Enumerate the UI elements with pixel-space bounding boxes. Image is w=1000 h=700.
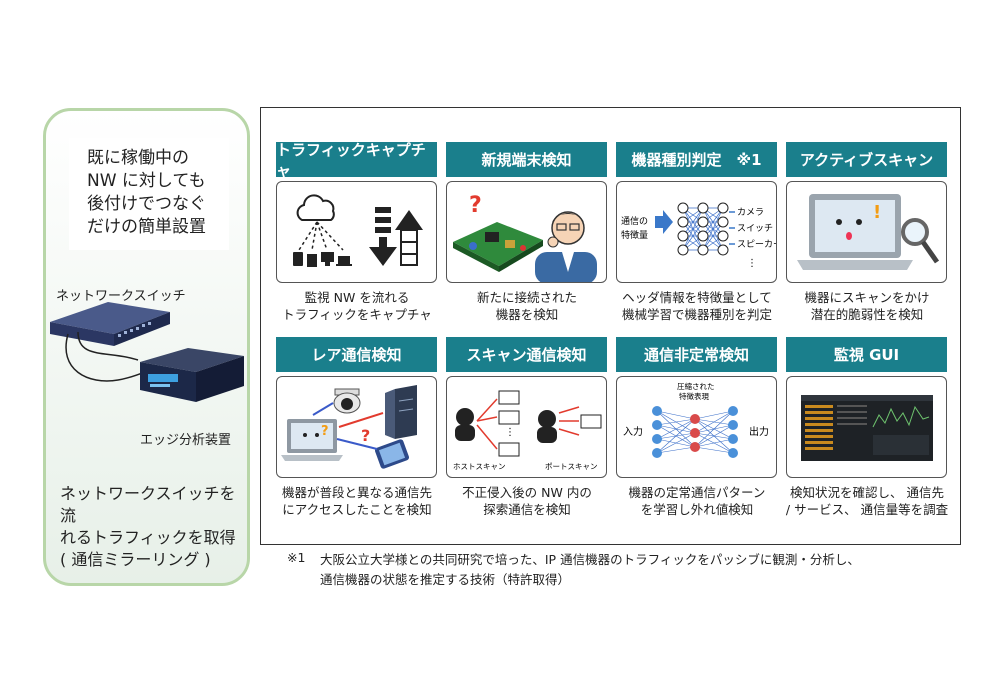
attacker2-icon <box>537 410 557 443</box>
footnote-text: 大阪公立大学様との共同研究で培った、IP 通信機器のトラフィックをパッシブに観測… <box>320 552 860 587</box>
card-title-active-scan: アクティブスキャン <box>786 142 947 177</box>
card-image-new-device: ? <box>446 181 607 283</box>
laptop-small-icon: ? <box>281 419 343 461</box>
intro-text: 既に稼働中の NW に対しても 後付けでつなぐ だけの簡単設置 <box>69 138 229 250</box>
edge-device-label: エッジ分析装置 <box>140 433 232 448</box>
host-scan-label: ホストスキャン <box>453 462 506 471</box>
output-label: 出力 <box>749 425 769 438</box>
circuit-board-icon <box>453 222 543 272</box>
nn-output-arrows <box>729 211 735 245</box>
svg-text:!: ! <box>873 202 881 223</box>
cloud-icon <box>296 194 335 221</box>
network-switch-icon <box>50 302 170 346</box>
card-title-new-device: 新規端末検知 <box>446 142 607 177</box>
server-icon <box>385 385 417 439</box>
card-title-traffic-capture: トラフィックキャプチャ <box>276 141 437 180</box>
card-desc-rare-comm: 機器が普段と異なる通信先 にアクセスしたことを検知 <box>281 485 432 517</box>
tablet-icon <box>374 439 410 469</box>
output-switch: スイッチ <box>737 223 773 234</box>
card-image-rare-comm: ? ? <box>276 376 437 478</box>
card-desc-scan-comm: 不正侵入後の NW 内の 探索通信を検知 <box>462 485 592 517</box>
port-scan-label: ポートスキャン <box>545 462 598 471</box>
output-camera: カメラ <box>737 207 764 218</box>
mirroring-text: ネットワークスイッチを流 れるトラフィックを取得 ( 通信ミラーリング ) <box>60 484 236 569</box>
network-switch-label: ネットワークスイッチ <box>56 289 186 304</box>
devices-icon <box>293 252 352 267</box>
capture-arrow-icon <box>369 207 423 266</box>
card-title-scan-comm: スキャン通信検知 <box>446 337 607 372</box>
card-title-anomaly: 通信非定常検知 <box>616 337 777 372</box>
dashboard-screenshot-icon <box>801 395 933 461</box>
camera-icon <box>333 388 361 414</box>
output-speaker: スピーカー <box>737 239 777 250</box>
card-title-monitor-gui: 監視 GUI <box>786 337 947 372</box>
neural-net-icon <box>682 207 724 251</box>
card-desc-active-scan: 機器にスキャンをかけ 潜在的脆弱性を検知 <box>804 290 930 322</box>
card-image-monitor-gui <box>786 376 947 478</box>
pc-icons <box>498 390 602 457</box>
output-ellipsis: ⋮ <box>747 258 757 269</box>
card-desc-new-device: 新たに接続された 機器を検知 <box>476 290 577 322</box>
hardware-illustration <box>50 302 244 402</box>
card-title-rare-comm: レア通信検知 <box>276 337 437 372</box>
card-image-anomaly: 圧縮された特徴表現 入力 出力 <box>616 376 777 478</box>
card-image-active-scan: ! <box>786 181 947 283</box>
card-desc-monitor-gui: 検知状況を確認し、 通信先 / サービス、 通信量等を調査 <box>785 485 949 517</box>
input-feature-label: 通信の特徴量 <box>621 215 648 241</box>
svg-text:⋮: ⋮ <box>505 427 515 438</box>
card-title-device-type: 機器種別判定 ※1 <box>616 142 777 177</box>
card-image-traffic-capture <box>276 181 437 283</box>
nn-nodes <box>677 202 729 256</box>
edge-device-icon <box>140 348 244 402</box>
card-desc-device-type: ヘッダ情報を特徴量として 機械学習で機器種別を判定 <box>621 290 772 322</box>
autoencoder-nodes <box>652 406 738 458</box>
laptop-icon: ! <box>797 194 913 270</box>
card-image-device-type: 通信の特徴量 カメラ スイッチ スピーカー ⋮ <box>616 181 777 283</box>
input-label: 入力 <box>623 425 643 438</box>
svg-text:?: ? <box>361 426 370 445</box>
svg-text:?: ? <box>469 193 482 218</box>
person-icon <box>535 211 597 282</box>
footnote-mark: ※1 <box>287 550 306 565</box>
magnifier-icon <box>901 218 940 264</box>
card-image-scan-comm: ⋮ ホストスキャン ポートスキャン <box>446 376 607 478</box>
compressed-label: 圧縮された特徴表現 <box>677 381 715 401</box>
attacker-icon <box>455 408 475 441</box>
svg-text:?: ? <box>321 424 329 439</box>
card-desc-anomaly: 機器の定常通信パターン を学習し外れ値検知 <box>628 485 766 517</box>
installation-panel: 既に稼働中の NW に対しても 後付けでつなぐ だけの簡単設置 ネットワークスイ… <box>43 108 250 586</box>
card-desc-traffic-capture: 監視 NW を流れる トラフィックをキャプチャ <box>282 290 432 322</box>
